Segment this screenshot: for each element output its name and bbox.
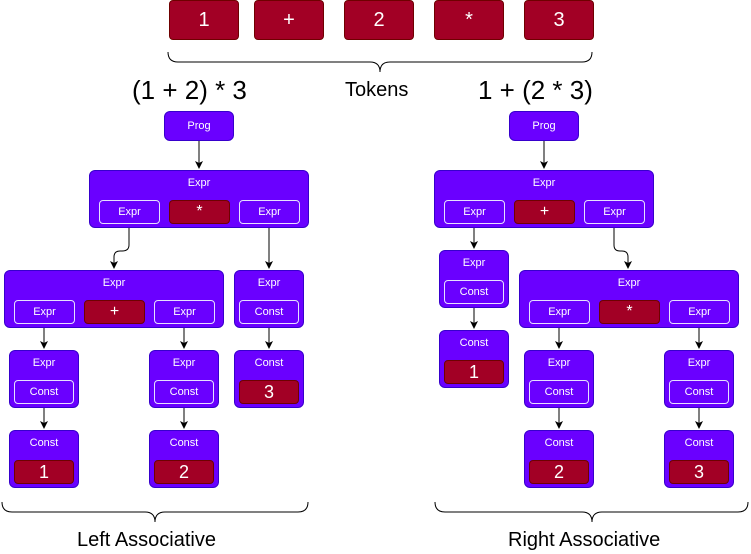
token-plus: + [254,0,324,40]
tokens-label: Tokens [345,79,409,101]
const-value: 2 [529,460,589,484]
operator-plus: + [84,300,145,324]
node-title: Const [544,437,574,449]
const-value: 3 [239,380,299,404]
left-expression: (1 + 2) * 3 [132,75,247,105]
node-title: Const [459,337,489,349]
child-expr: Expr [99,200,160,224]
right-expr-a-node: Expr Const [524,350,594,408]
token-1: 1 [169,0,239,40]
node-title: Expr [532,177,556,189]
prog-label: Prog [187,120,211,132]
const-value: 1 [444,360,504,384]
node-title: Const [169,437,199,449]
const-value: 2 [154,460,214,484]
left-mid-expr-node: Expr Expr + Expr [4,270,224,328]
node-title: Expr [462,257,486,269]
child-expr: Expr [529,300,590,324]
child-const: Const [14,380,74,404]
right-brace [434,501,749,523]
token-3: 3 [524,0,594,40]
child-const: Const [529,380,589,404]
left-expr-const-node: Expr Const [234,270,304,328]
right-expression: 1 + (2 * 3) [478,75,593,105]
child-const: Const [154,380,214,404]
right-caption: Right Associative [508,529,661,551]
child-expr: Expr [669,300,730,324]
node-title: Expr [32,357,56,369]
operator-times: * [599,300,660,324]
node-title: Const [684,437,714,449]
left-brace [1,501,309,523]
node-title: Expr [617,277,641,289]
left-caption: Left Associative [77,529,216,551]
right-prog-node: Prog [509,111,579,141]
left-const3-node: Const 3 [234,350,304,408]
operator-times: * [169,200,230,224]
node-title: Const [29,437,59,449]
child-expr: Expr [444,200,505,224]
node-title: Expr [547,357,571,369]
right-root-expr-node: Expr Expr + Expr [434,170,654,228]
node-title: Expr [172,357,196,369]
child-const: Const [669,380,729,404]
child-expr: Expr [14,300,75,324]
left-root-expr-node: Expr Expr * Expr [89,170,309,228]
node-title: Expr [257,277,281,289]
token-2: 2 [344,0,414,40]
left-const1-node: Const 1 [9,430,79,488]
const-value: 3 [669,460,729,484]
child-const: Const [239,300,299,324]
node-title: Expr [187,177,211,189]
right-expr-const-node: Expr Const [439,250,509,308]
node-title: Const [254,357,284,369]
const-value: 1 [14,460,74,484]
right-const2-node: Const 2 [524,430,594,488]
right-expr-b-node: Expr Const [664,350,734,408]
left-expr-b-node: Expr Const [149,350,219,408]
right-const1-node: Const 1 [439,330,509,388]
operator-plus: + [514,200,575,224]
right-mid-expr-node: Expr Expr * Expr [519,270,739,328]
left-prog-node: Prog [164,111,234,141]
left-expr-a-node: Expr Const [9,350,79,408]
tokens-brace [167,51,593,73]
child-expr: Expr [154,300,215,324]
child-expr: Expr [239,200,300,224]
right-const3-node: Const 3 [664,430,734,488]
prog-label: Prog [532,120,556,132]
token-times: * [434,0,504,40]
node-title: Expr [102,277,126,289]
left-const2-node: Const 2 [149,430,219,488]
child-expr: Expr [584,200,645,224]
node-title: Expr [687,357,711,369]
child-const: Const [444,280,504,304]
